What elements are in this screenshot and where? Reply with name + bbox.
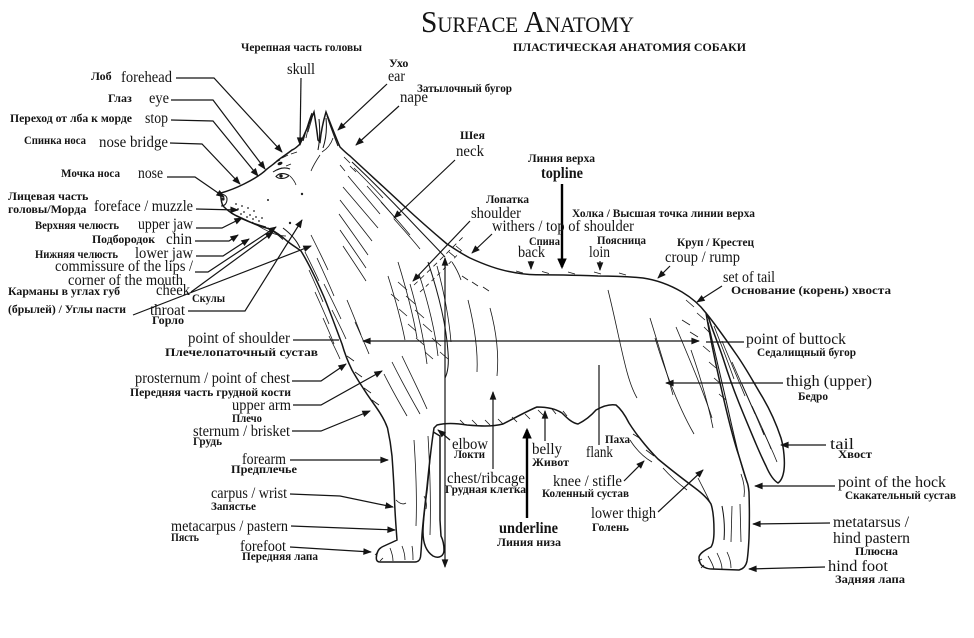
svg-text:Плечелопаточный сустав: Плечелопаточный сустав: [165, 345, 319, 359]
svg-text:Грудная клетка: Грудная клетка: [445, 482, 526, 496]
svg-text:flank: flank: [586, 444, 613, 461]
svg-text:Подбородок: Подбородок: [92, 232, 155, 246]
svg-text:point of shoulder: point of shoulder: [188, 330, 291, 347]
svg-text:(брылей) / Углы пасти: (брылей) / Углы пасти: [8, 302, 126, 316]
svg-text:nape: nape: [400, 89, 428, 106]
svg-text:Линия верха: Линия верха: [528, 151, 595, 165]
svg-text:point of the hock: point of the hock: [838, 474, 946, 491]
svg-text:back: back: [518, 244, 545, 261]
svg-text:croup / rump: croup / rump: [665, 249, 740, 266]
svg-text:foreface / muzzle: foreface / muzzle: [94, 198, 193, 215]
svg-text:sternum / brisket: sternum / brisket: [193, 423, 290, 440]
svg-text:Скакательный сустав: Скакательный сустав: [845, 488, 956, 502]
svg-text:thigh (upper): thigh (upper): [786, 373, 872, 390]
svg-text:carpus / wrist: carpus / wrist: [211, 485, 287, 502]
svg-text:Затылочный бугор: Затылочный бугор: [417, 81, 512, 95]
svg-text:Бедро: Бедро: [798, 389, 828, 403]
svg-text:Задняя лапа: Задняя лапа: [835, 572, 905, 586]
svg-text:upper arm: upper arm: [232, 397, 291, 414]
svg-text:knee / stifle: knee / stifle: [553, 473, 622, 490]
svg-text:Запястье: Запястье: [211, 499, 257, 513]
svg-text:tail: tail: [830, 436, 855, 453]
svg-text:Плюсна: Плюсна: [855, 544, 898, 558]
svg-text:chin: chin: [166, 231, 192, 248]
svg-text:underline: underline: [499, 520, 558, 537]
svg-text:Седалищный бугор: Седалищный бугор: [757, 345, 856, 359]
svg-text:Круп / Крестец: Круп / Крестец: [677, 235, 754, 249]
svg-text:Лоб: Лоб: [91, 69, 112, 83]
svg-text:Черепная часть головы: Черепная часть головы: [241, 40, 363, 54]
svg-text:Передняя часть грудной кости: Передняя часть грудной кости: [130, 385, 291, 399]
svg-text:Линия низа: Линия низа: [497, 535, 561, 549]
svg-text:Голень: Голень: [592, 520, 630, 534]
svg-text:Спинка носа: Спинка носа: [24, 133, 86, 147]
svg-text:Передняя лапа: Передняя лапа: [242, 549, 318, 563]
svg-text:topline: topline: [541, 165, 583, 182]
svg-text:prosternum / point of chest: prosternum / point of chest: [135, 370, 290, 387]
svg-text:Шея: Шея: [460, 128, 486, 142]
svg-text:throat: throat: [150, 302, 186, 319]
svg-text:skull: skull: [287, 61, 315, 78]
svg-text:shoulder: shoulder: [471, 205, 522, 222]
svg-text:Паха: Паха: [605, 432, 630, 446]
svg-text:lower thigh: lower thigh: [591, 505, 656, 522]
svg-text:belly: belly: [532, 441, 562, 458]
svg-text:Живот: Живот: [532, 455, 569, 469]
svg-text:forefoot: forefoot: [240, 538, 286, 555]
svg-text:nose: nose: [138, 165, 163, 182]
svg-text:forehead: forehead: [121, 69, 172, 86]
svg-text:lower jaw: lower jaw: [135, 245, 193, 262]
svg-text:eye: eye: [149, 90, 169, 107]
svg-text:ear: ear: [388, 68, 406, 85]
svg-text:Ухо: Ухо: [389, 56, 408, 70]
svg-text:Основание (корень) хвоста: Основание (корень) хвоста: [731, 283, 891, 297]
svg-text:Мочка носа: Мочка носа: [61, 166, 120, 180]
svg-text:corner of the mouth: corner of the mouth: [68, 272, 183, 289]
svg-text:set of tail: set of tail: [723, 269, 775, 286]
svg-text:upper jaw: upper jaw: [138, 216, 193, 233]
svg-text:Поясница: Поясница: [597, 233, 646, 247]
svg-text:Коленный сустав: Коленный сустав: [542, 486, 629, 500]
svg-text:withers / top of shoulder: withers / top of shoulder: [492, 218, 635, 235]
svg-text:metacarpus / pastern: metacarpus / pastern: [171, 518, 288, 535]
svg-text:Предплечье: Предплечье: [231, 462, 298, 476]
svg-text:neck: neck: [456, 143, 484, 160]
svg-text:metatarsus /: metatarsus /: [833, 514, 910, 531]
svg-text:Горло: Горло: [152, 313, 184, 327]
svg-text:point of buttock: point of buttock: [746, 331, 846, 348]
svg-text:Лопатка: Лопатка: [486, 192, 529, 206]
svg-text:nose bridge: nose bridge: [99, 134, 168, 151]
svg-text:commissure of the lips /: commissure of the lips /: [55, 258, 193, 275]
svg-text:cheek: cheek: [156, 282, 190, 299]
svg-text:Спина: Спина: [529, 234, 560, 248]
svg-text:Глаз: Глаз: [108, 91, 132, 105]
svg-text:forearm: forearm: [242, 451, 286, 468]
svg-text:Пясть: Пясть: [171, 530, 200, 544]
svg-text:Лицевая часть: Лицевая часть: [8, 189, 89, 203]
svg-text:Хвост: Хвост: [838, 447, 872, 461]
svg-text:Нижняя челюсть: Нижняя челюсть: [35, 247, 119, 261]
svg-text:Холка / Высшая точка линии вер: Холка / Высшая точка линии верха: [572, 206, 755, 220]
svg-text:loin: loin: [589, 244, 610, 261]
svg-text:hind foot: hind foot: [828, 558, 889, 575]
svg-text:chest/ribcage: chest/ribcage: [447, 470, 525, 487]
svg-text:Плечо: Плечо: [232, 411, 262, 425]
svg-text:ПЛАСТИЧЕСКАЯ АНАТОМИЯ СОБАКИ: ПЛАСТИЧЕСКАЯ АНАТОМИЯ СОБАКИ: [513, 40, 747, 54]
svg-text:Грудь: Грудь: [193, 434, 223, 448]
svg-text:elbow: elbow: [452, 436, 488, 453]
svg-text:головы/Морда: головы/Морда: [8, 202, 86, 216]
svg-text:Карманы в углах губ: Карманы в углах губ: [8, 284, 120, 298]
svg-text:Скулы: Скулы: [192, 291, 226, 305]
svg-text:Локти: Локти: [454, 447, 485, 461]
svg-text:Surface Anatomy: Surface Anatomy: [421, 4, 634, 39]
svg-text:Переход от лба к морде: Переход от лба к морде: [10, 111, 133, 125]
svg-text:stop: stop: [145, 110, 168, 127]
svg-text:hind pastern: hind pastern: [833, 530, 910, 547]
svg-text:Верхняя челюсть: Верхняя челюсть: [35, 218, 120, 232]
